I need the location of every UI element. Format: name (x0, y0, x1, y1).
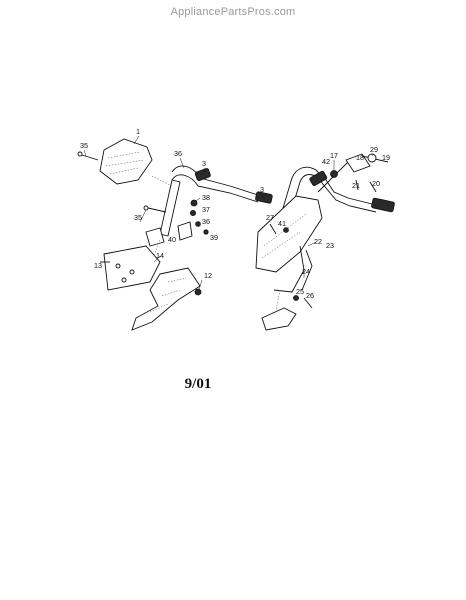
callout-20: 20 (372, 179, 380, 188)
callout-22: 22 (314, 237, 322, 246)
shield-part (99, 138, 153, 185)
leader-lines (83, 135, 375, 290)
left-assembly (77, 138, 273, 331)
callout-12: 12 (204, 271, 212, 280)
callout-42: 42 (322, 157, 330, 166)
date-code: 9/01 (184, 376, 212, 392)
callout-39: 39 (210, 233, 218, 242)
callout-36: 36 (174, 149, 182, 158)
callout-38: 38 (202, 193, 210, 202)
callout-35: 35 (134, 213, 142, 222)
handlebar-tube (171, 165, 259, 196)
callout-35: 35 (80, 141, 88, 150)
mount-plate (103, 245, 161, 291)
callout-labels: 1 35 36 3 38 37 35 36 40 39 14 13 12 29 … (80, 127, 390, 300)
callout-23: 23 (326, 241, 334, 250)
callout-3: 3 (202, 159, 206, 168)
right-assembly (255, 153, 395, 331)
callout-36: 36 (202, 217, 210, 226)
callout-25: 25 (296, 287, 304, 296)
callout-41: 41 (278, 219, 286, 228)
callout-1: 1 (136, 127, 140, 136)
callout-40: 40 (168, 235, 176, 244)
callout-37: 37 (202, 205, 210, 214)
callout-29: 29 (370, 145, 378, 154)
frame-panel (255, 195, 323, 273)
callout-18: 18 (356, 153, 364, 162)
site-watermark: AppliancePartsPros.com (170, 6, 296, 18)
callout-3: 3 (260, 185, 264, 194)
callout-14: 14 (156, 251, 164, 260)
lower-bracket (131, 267, 201, 331)
callout-19: 19 (382, 153, 390, 162)
callout-21: 21 (352, 181, 360, 190)
callout-17: 17 (330, 151, 338, 160)
callout-26: 26 (306, 291, 314, 300)
callout-24: 24 (302, 267, 310, 276)
callout-13: 13 (94, 261, 102, 270)
handle-frame (261, 166, 377, 259)
callout-27: 27 (266, 213, 274, 222)
